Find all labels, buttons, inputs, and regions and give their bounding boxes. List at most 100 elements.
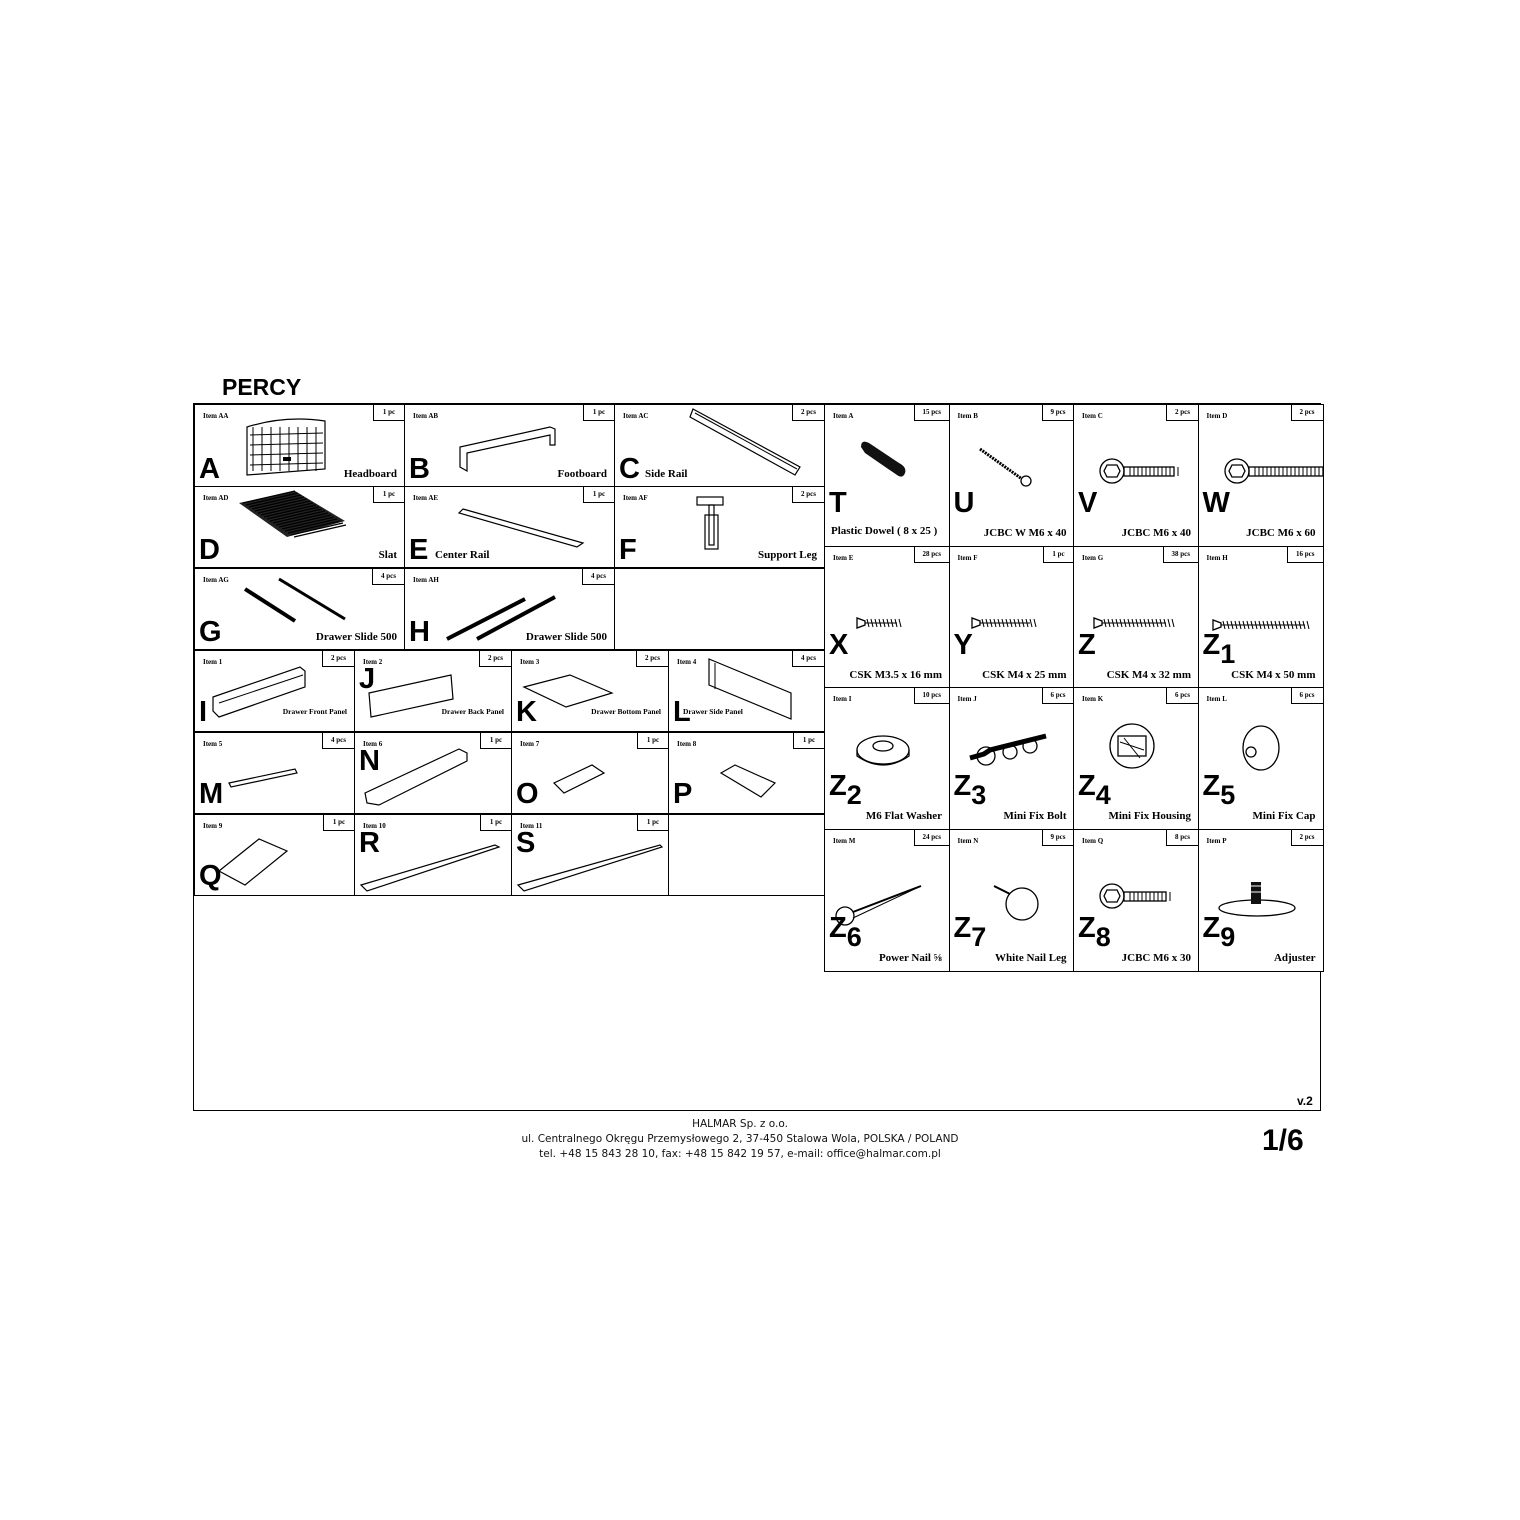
quantity-label: 1 pc [583,487,614,503]
part-letter: H [409,616,430,648]
quantity-label: 1 pc [480,733,511,749]
item-code: Item AH [413,576,439,584]
part-name: Drawer Back Panel [441,707,504,716]
quantity-label: 1 pc [1042,546,1074,563]
quantity-label: 6 pcs [1041,688,1074,704]
part-letter: J [359,663,376,695]
item-code: Item P [1206,836,1227,845]
item-code: Item 2 [363,658,383,666]
part-letter: L [673,696,691,728]
part-name: Mini Fix Housing [1108,810,1191,822]
part-name: JCBC M6 x 40 [1121,527,1191,539]
footer: HALMAR Sp. z o.o. ul. Centralnego Okręgu… [440,1117,1040,1162]
footer-contact: tel. +48 15 843 28 10, fax: +48 15 842 1… [539,1148,941,1160]
part-name: Headboard [343,468,397,480]
hardware-drawing [1109,723,1155,769]
item-code: Item J [957,695,977,703]
part-letter: N [359,745,380,777]
item-code: Item L [1206,695,1227,703]
part-drawing [364,748,468,806]
part-letter: X [829,628,849,661]
part-letter: V [1078,487,1098,519]
part-letter: Z1 [1202,628,1236,669]
item-code: Item AC [623,412,649,420]
part-drawing [459,426,556,473]
part-drawing [708,658,792,720]
part-name: CSK M4 x 50 mm [1231,668,1316,681]
version-label: v.2 [1297,1094,1313,1108]
quantity-label: 16 pcs [1287,546,1323,563]
hardware-drawing [835,884,922,926]
hardware-drawing [1223,458,1323,484]
item-code: Item 1 [203,658,223,666]
item-code: Item 10 [363,822,386,830]
item-code: Item 4 [677,658,697,666]
part-letter: Z8 [1078,911,1111,952]
part-name: Drawer Slide 500 [525,631,607,643]
part-subscript: 8 [1095,921,1111,952]
item-code: Item 6 [363,740,383,748]
quantity-label: 1 pc [373,405,404,421]
page-number: 1/6 [1262,1124,1304,1157]
part-subscript: 2 [846,780,862,810]
part-drawing [217,838,289,886]
quantity-label: 4 pcs [372,569,404,585]
part-name: Slat [378,549,397,561]
part-name: Mini Fix Cap [1252,810,1316,822]
quantity-label: 1 pc [637,733,668,749]
part-drawing [368,674,454,718]
part-name: CSK M3.5 x 16 mm [849,668,942,681]
part-drawing [212,666,306,718]
part-letter: Z2 [829,770,862,810]
part-subscript: 3 [971,780,987,810]
quantity-label: 2 pcs [792,487,824,503]
part-letter: Z [1078,628,1096,661]
part-letter: M [199,778,224,810]
part-letter: C [619,453,640,485]
quantity-label: 1 pc [793,733,824,749]
part-name: M6 Flat Washer [865,810,942,822]
hardware-drawing [993,884,1039,921]
item-code: Item B [957,412,978,420]
quantity-label: 10 pcs [913,688,949,704]
quantity-label: 2 pcs [479,651,511,667]
part-subscript: 9 [1220,921,1236,952]
part-name: Adjuster [1273,951,1316,964]
item-code: Item 5 [203,740,223,748]
part-letter: T [829,487,847,519]
hardware-drawing [1217,881,1296,917]
quantity-label: 1 pc [480,815,511,831]
part-drawing [246,418,326,476]
part-name: Power Nail ⅝ [878,951,942,964]
part-drawing [359,844,501,892]
item-code: Item H [1206,553,1228,562]
item-code: Item F [957,553,978,562]
hardware-drawing [968,733,1047,766]
quantity-label: 2 pcs [322,651,354,667]
part-letter: E [409,534,429,566]
part-subscript: 1 [1220,638,1236,669]
hardware-drawing [861,441,906,477]
part-name: White Nail Leg [995,951,1067,964]
part-letter: B [409,453,430,485]
part-drawing [239,490,347,538]
item-code: Item K [1082,695,1104,703]
